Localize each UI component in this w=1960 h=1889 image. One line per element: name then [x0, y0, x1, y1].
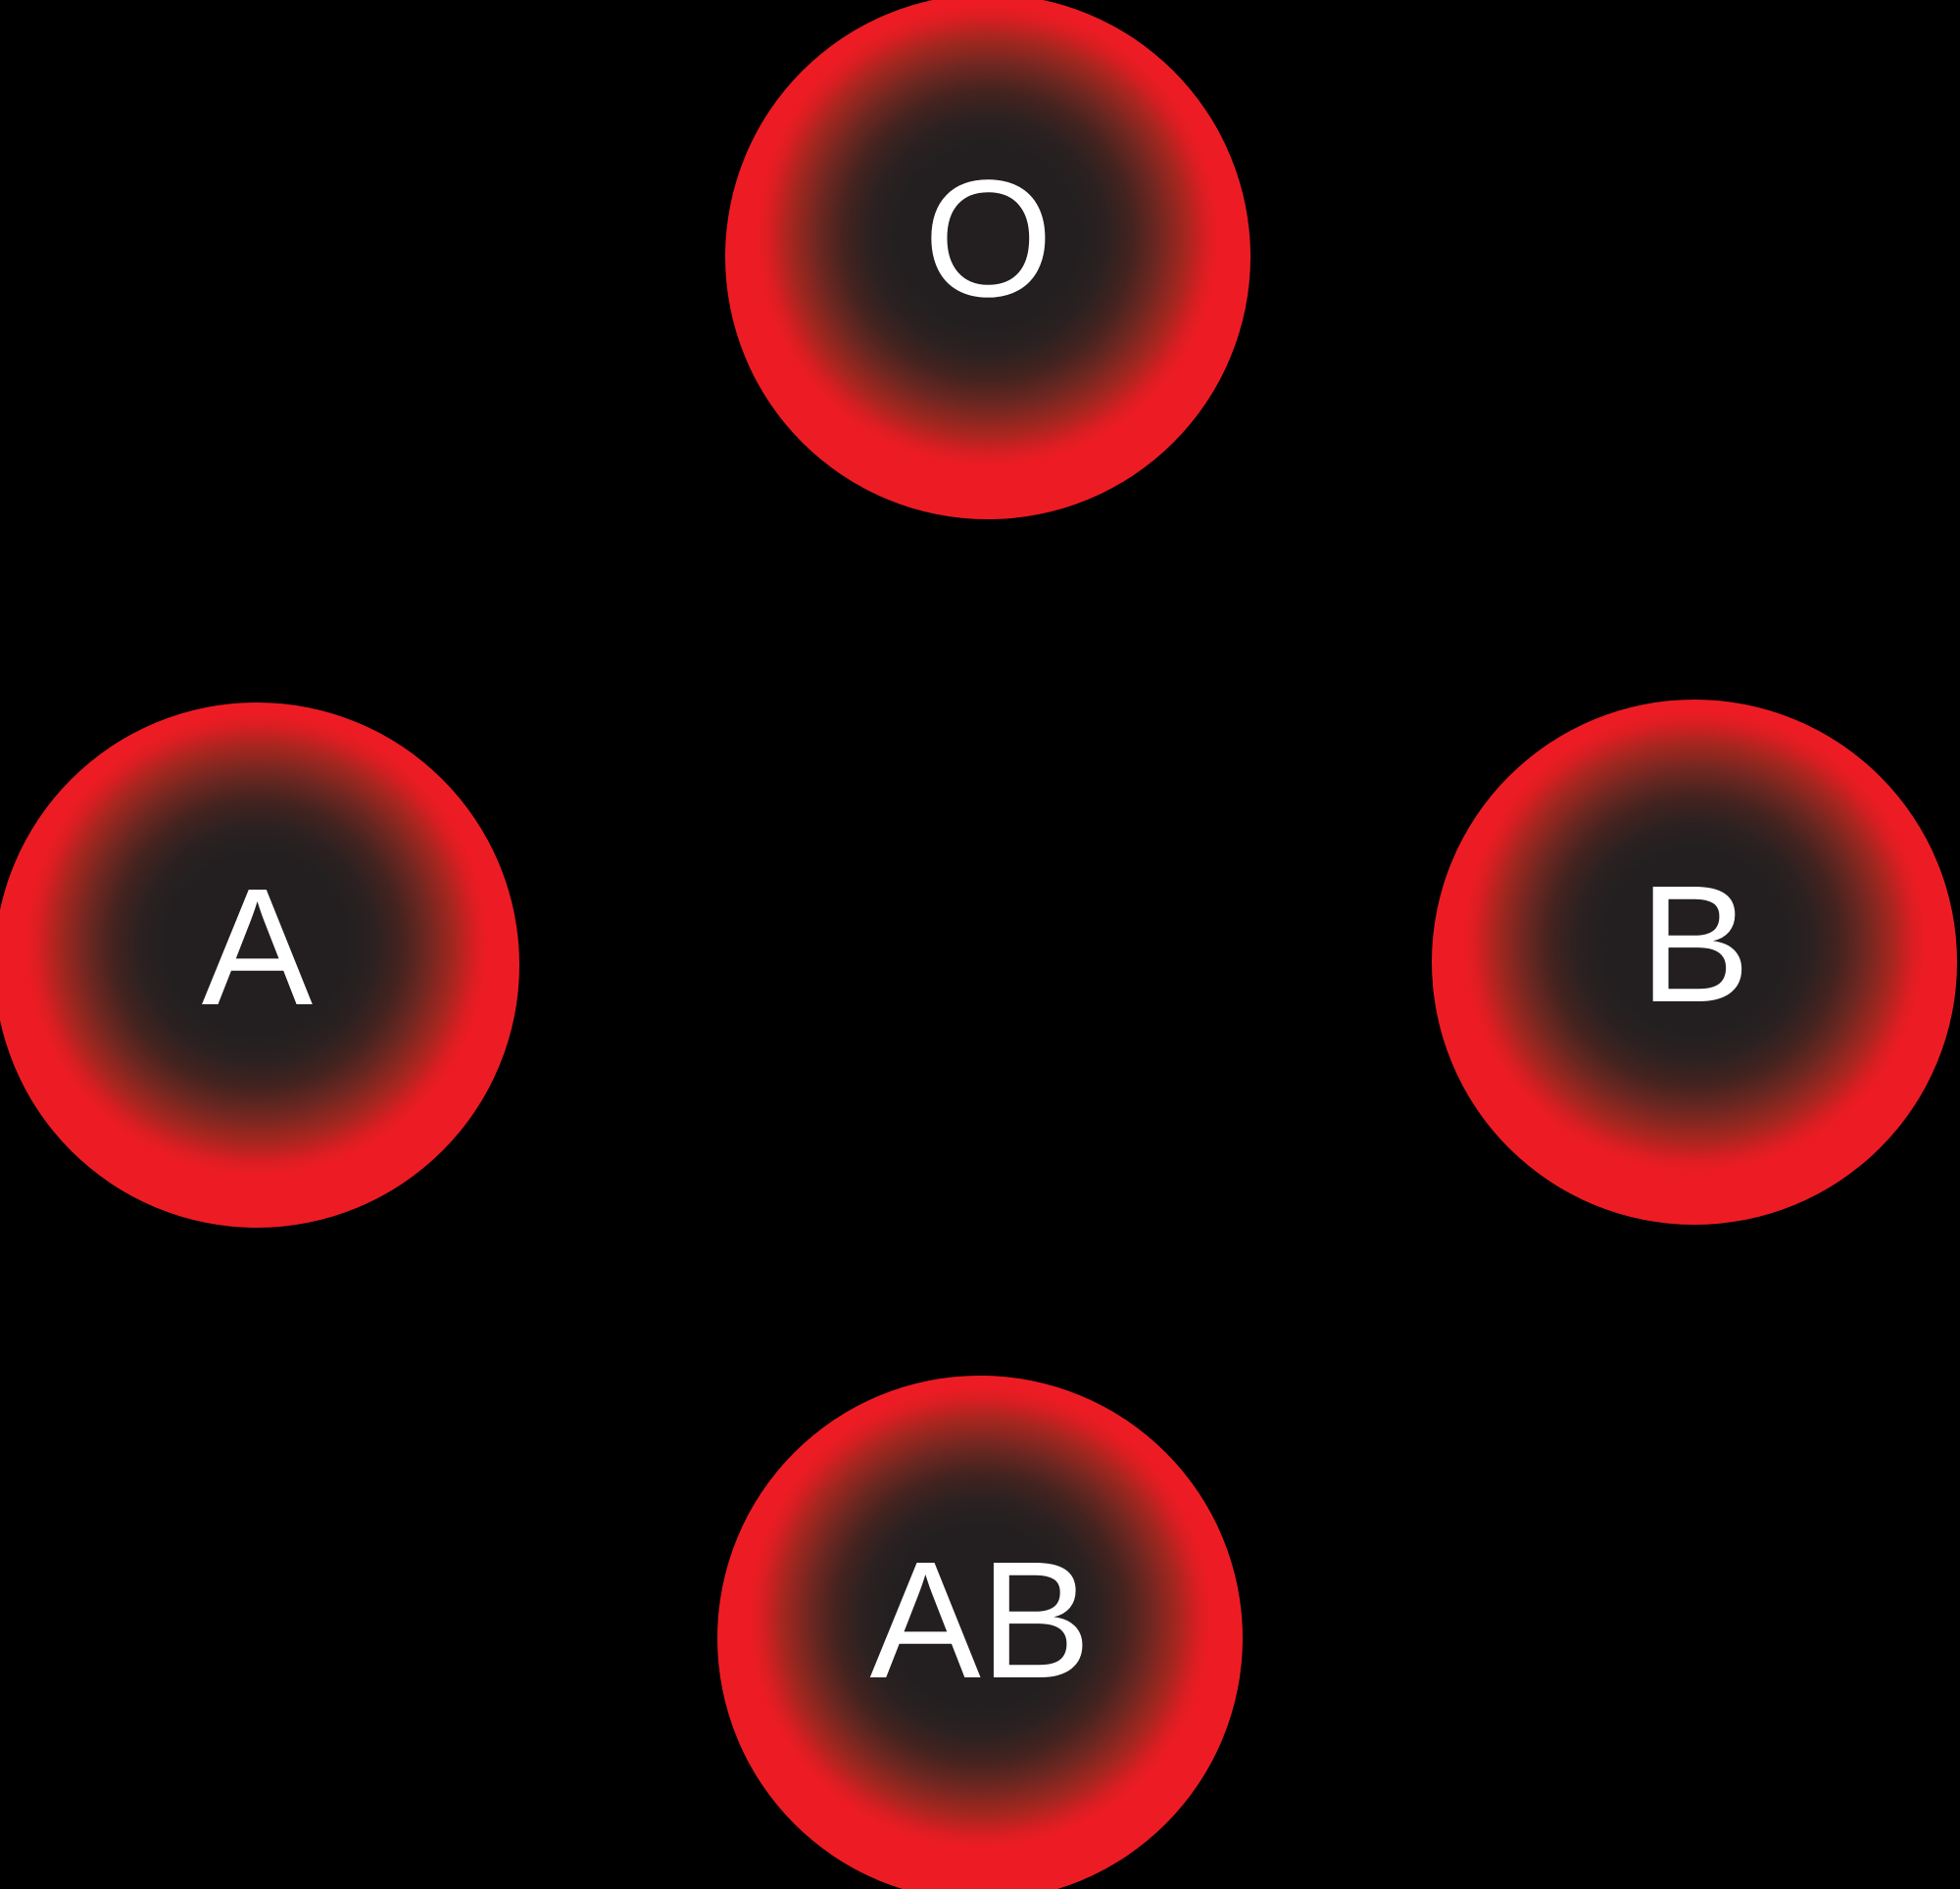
blood-cell-a-label: A	[201, 854, 313, 1041]
blood-cell-o: O	[725, 0, 1250, 519]
blood-cell-b: B	[1432, 700, 1957, 1225]
blood-cell-o-label: O	[923, 146, 1053, 332]
blood-cell-a: A	[0, 702, 519, 1228]
blood-cell-ab-label: AB	[869, 1527, 1091, 1714]
blood-cell-ab: AB	[717, 1376, 1243, 1889]
blood-cell-b-label: B	[1639, 851, 1750, 1038]
